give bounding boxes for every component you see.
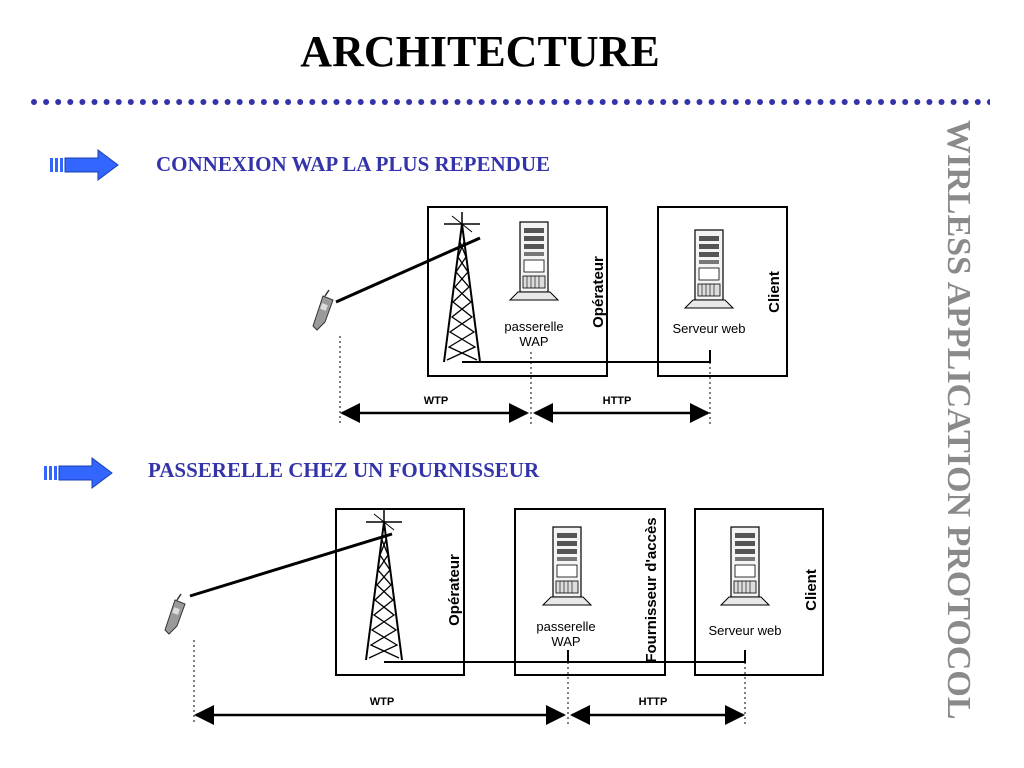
operator-box bbox=[427, 206, 608, 377]
web-server-label: Serveur web bbox=[673, 321, 746, 336]
gateway-label: WAP bbox=[551, 634, 580, 649]
provider-label: Fournisseur d'accès bbox=[643, 517, 660, 662]
client-box bbox=[694, 508, 824, 676]
http-label: HTTP bbox=[639, 696, 668, 708]
gateway-server-icon bbox=[542, 526, 592, 606]
dotted-divider bbox=[31, 99, 990, 105]
gateway-server-icon bbox=[509, 221, 559, 301]
operator-box bbox=[335, 508, 465, 676]
web-server-icon bbox=[720, 526, 770, 606]
web-server-icon bbox=[684, 229, 734, 309]
antenna-tower-icon bbox=[443, 211, 481, 363]
section-heading-1: CONNEXION WAP LA PLUS REPENDUE bbox=[156, 152, 551, 176]
provider-box bbox=[514, 508, 666, 676]
client-label: Client bbox=[803, 569, 820, 611]
arrow-bullet-icon bbox=[50, 149, 119, 181]
gateway-label: passerelle bbox=[536, 619, 595, 634]
gateway-label: WAP bbox=[519, 334, 548, 349]
section-heading-2: PASSERELLE CHEZ UN FOURNISSEUR bbox=[148, 458, 540, 482]
antenna-tower-icon bbox=[365, 509, 403, 661]
wtp-label: WTP bbox=[370, 696, 394, 708]
arrow-bullet-icon bbox=[44, 457, 113, 489]
http-label: HTTP bbox=[603, 395, 632, 407]
mobile-phone-icon bbox=[164, 593, 186, 635]
web-server-label: Serveur web bbox=[709, 623, 782, 638]
radio-link bbox=[335, 236, 481, 304]
operator-label: Opérateur bbox=[446, 554, 463, 626]
page-title: ARCHITECTURE bbox=[300, 27, 660, 76]
radio-link bbox=[189, 532, 393, 598]
operator-label: Opérateur bbox=[590, 256, 607, 328]
client-box bbox=[657, 206, 788, 377]
client-label: Client bbox=[766, 271, 783, 313]
wtp-label: WTP bbox=[424, 395, 448, 407]
gateway-label: passerelle bbox=[504, 319, 563, 334]
mobile-phone-icon bbox=[312, 289, 334, 331]
